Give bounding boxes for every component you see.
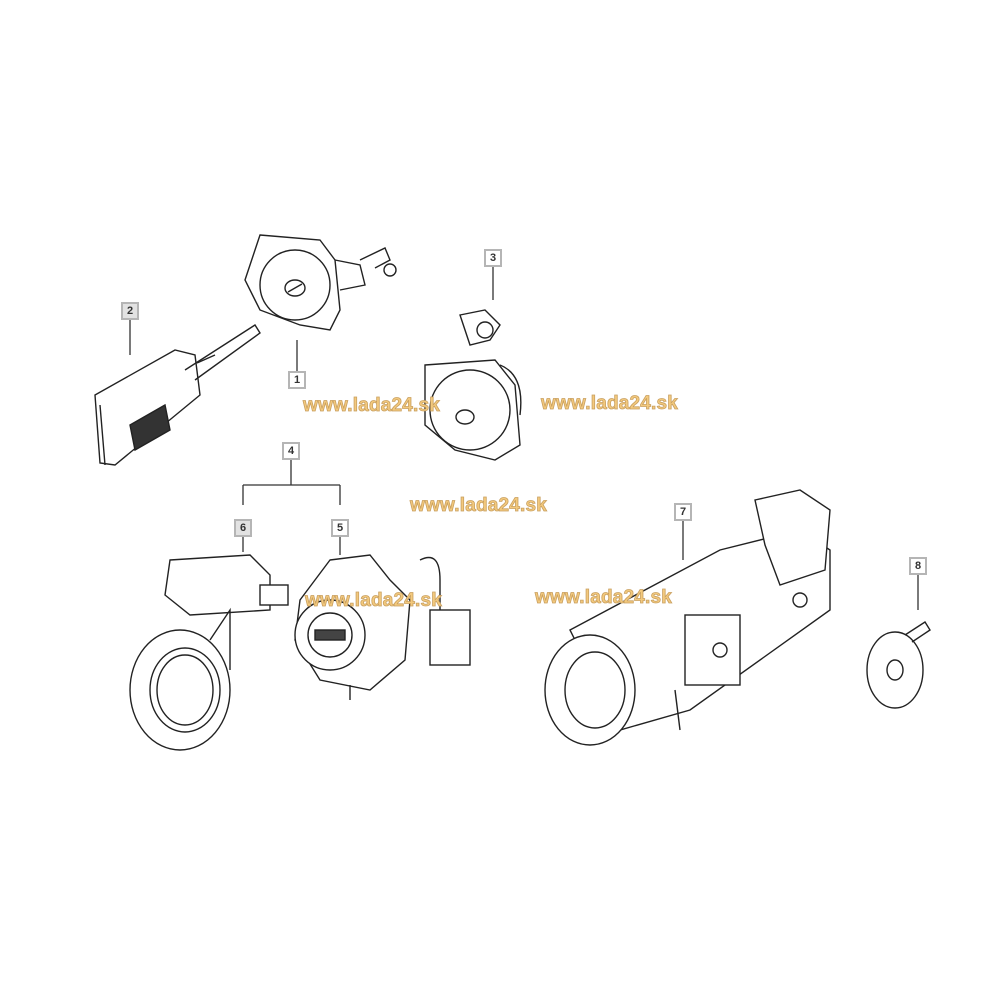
steering-lock-assembly-part	[544, 489, 831, 746]
lock-cylinder-part	[424, 309, 522, 461]
callout-7[interactable]: 7	[674, 503, 692, 521]
callout-1[interactable]: 1	[288, 371, 306, 389]
callout-3[interactable]: 3	[484, 249, 502, 267]
door-lock-cylinder-part	[244, 234, 397, 331]
watermark: www.lada24.sk	[305, 590, 443, 612]
ignition-switch-part	[294, 554, 471, 700]
leader-lines	[129, 265, 919, 610]
watermark: www.lada24.sk	[410, 495, 548, 517]
callout-5[interactable]: 5	[331, 519, 349, 537]
washer-part	[866, 621, 931, 709]
callout-8[interactable]: 8	[909, 557, 927, 575]
watermark: www.lada24.sk	[303, 395, 441, 417]
callout-2[interactable]: 2	[121, 302, 139, 320]
callout-6[interactable]: 6	[234, 519, 252, 537]
watermark: www.lada24.sk	[541, 393, 679, 415]
callout-4[interactable]: 4	[282, 442, 300, 460]
flip-key-part	[94, 324, 261, 466]
immobilizer-antenna-part	[129, 554, 289, 751]
watermark: www.lada24.sk	[535, 587, 673, 609]
